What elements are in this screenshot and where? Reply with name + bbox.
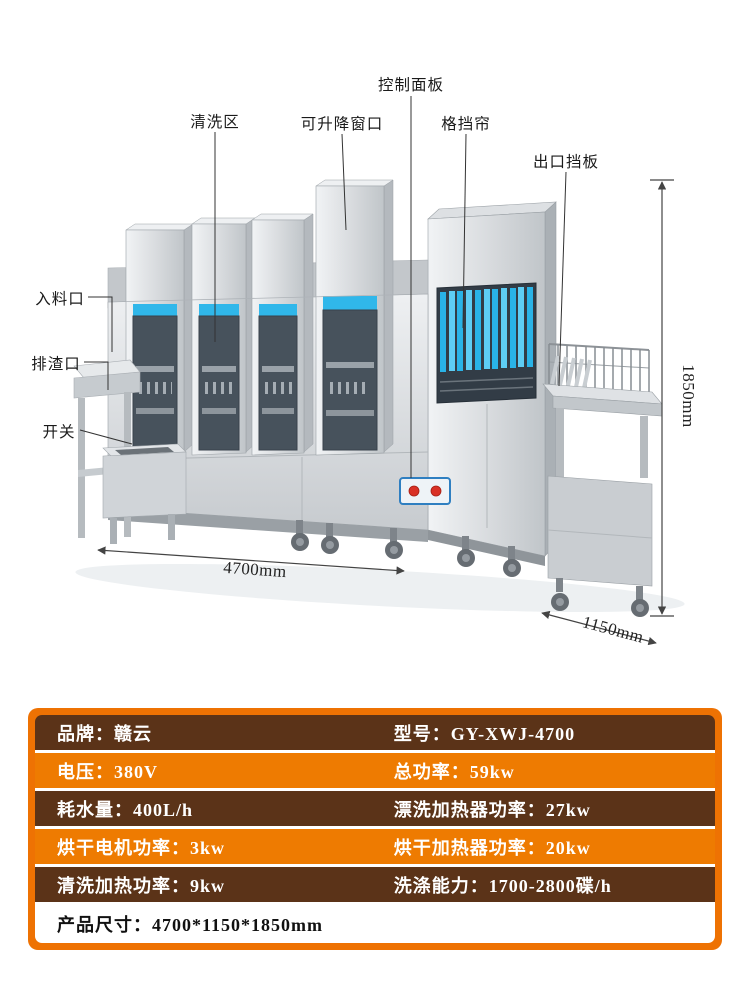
spec-cell-product-size: 产品尺寸：4700*1150*1850mm	[57, 915, 323, 935]
callout-line-power-switch	[79, 429, 133, 445]
callout-label-outlet-baffle: 出口挡板	[532, 154, 600, 171]
callout-label-slag-outlet: 排渣口	[31, 356, 81, 373]
spec-cell-drying-heater-power: 烘干加热器功率：20kw	[393, 837, 591, 858]
spec-row-brand-model: 品牌：赣云 型号：GY-XWJ-4700	[35, 715, 715, 753]
dimension-line-length	[97, 546, 405, 575]
callout-line-baffle-curtain	[462, 133, 467, 329]
floor-shadow	[75, 563, 685, 613]
dimension-label-height: 1850mm	[679, 364, 698, 428]
callout-label-baffle-curtain: 格挡帘	[441, 116, 491, 133]
callout-label-control-panel: 控制面板	[377, 77, 445, 94]
callout-lines	[79, 96, 567, 478]
spec-row-washing: 清洗加热功率：9kw 洗涤能力：1700-2800碟/h	[35, 867, 715, 905]
callout-line-slag-outlet	[84, 361, 109, 390]
hood-seam	[107, 293, 429, 303]
wash-tower-2	[191, 217, 256, 456]
outlet-table	[542, 343, 663, 617]
spec-table: 品牌：赣云 型号：GY-XWJ-4700 电压：380V 总功率：59kw 耗水…	[28, 708, 722, 950]
spec-cell-drying-motor-power: 烘干电机功率：3kw	[57, 837, 226, 858]
callout-label-liftable-window: 可升降窗口	[300, 116, 384, 133]
spec-table-inner: 品牌：赣云 型号：GY-XWJ-4700 电压：380V 总功率：59kw 耗水…	[35, 715, 715, 943]
wash-tower-1	[125, 223, 194, 456]
callout-line-inlet-port	[88, 296, 113, 352]
callout-label-inlet-port: 入料口	[35, 291, 85, 308]
baffle-curtain-opening	[436, 282, 537, 404]
spec-cell-total-power: 总功率：59kw	[393, 761, 515, 782]
callout-label-cleaning-zone: 清洗区	[190, 114, 240, 131]
wash-tower-4	[315, 179, 394, 456]
control-panel-unit	[399, 477, 451, 505]
dimension-lines	[97, 179, 674, 646]
spec-cell-voltage: 电压：380V	[57, 761, 158, 782]
spec-cell-model: 型号：GY-XWJ-4700	[393, 723, 576, 744]
switch-box	[102, 443, 187, 544]
spec-cell-rinse-heater-power: 漂洗加热器功率：27kw	[393, 799, 591, 820]
callout-label-power-switch: 开关	[42, 424, 76, 441]
callout-line-outlet-baffle	[558, 171, 567, 387]
spec-cell-brand: 品牌：赣云	[57, 723, 152, 744]
spec-cell-washing-capacity: 洗涤能力：1700-2800碟/h	[393, 875, 612, 896]
spec-row-voltage-power: 电压：380V 总功率：59kw	[35, 753, 715, 791]
spec-row-water-rinse: 耗水量：400L/h 漂洗加热器功率：27kw	[35, 791, 715, 829]
wash-tower-3	[251, 213, 314, 456]
machine-illustration	[73, 96, 685, 646]
spec-row-product-size: 产品尺寸：4700*1150*1850mm	[35, 905, 715, 943]
spec-cell-washing-heating-power: 清洗加热功率：9kw	[57, 875, 226, 896]
callout-line-liftable-window	[341, 133, 347, 231]
machine-diagram: 控制面板 清洗区 可升降窗口 格挡帘 出口挡板 入料口 排渣口 开关 4700m…	[31, 77, 698, 647]
dimension-line-depth	[541, 610, 657, 646]
spec-cell-water-consumption: 耗水量：400L/h	[57, 799, 194, 820]
spec-row-drying: 烘干电机功率：3kw 烘干加热器功率：20kw	[35, 829, 715, 867]
